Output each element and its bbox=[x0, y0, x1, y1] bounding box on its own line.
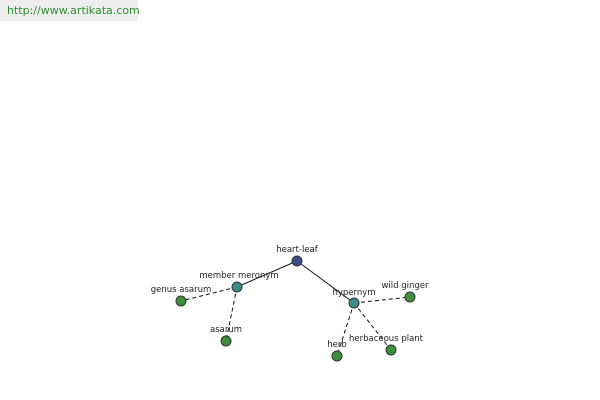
node-label-genus-asarum[interactable]: genus asarum bbox=[151, 285, 212, 295]
node-herbaceous-plant[interactable]: herbaceous plant bbox=[349, 334, 424, 356]
node-meronym[interactable]: member meronym bbox=[199, 271, 279, 293]
url-banner[interactable]: http://www.artikata.com bbox=[0, 0, 140, 21]
edge-meronym-asarum bbox=[225, 286, 238, 342]
node-label-meronym[interactable]: member meronym bbox=[199, 271, 278, 281]
edge-meronym-genus-asarum bbox=[180, 286, 238, 302]
node-label-asarum[interactable]: asarum bbox=[210, 325, 242, 335]
graph-edges bbox=[180, 260, 411, 357]
edge-hypernym-wild-ginger bbox=[353, 296, 411, 304]
url-text[interactable]: http://www.artikata.com bbox=[7, 4, 140, 17]
edge-root-meronym bbox=[236, 260, 298, 288]
edge-root-hypernym bbox=[296, 260, 355, 304]
node-marker-hypernym[interactable] bbox=[348, 297, 360, 309]
node-wild-ginger[interactable]: wild ginger bbox=[381, 281, 429, 303]
node-root[interactable]: heart-leaf bbox=[276, 245, 319, 267]
edge-hypernym-herbaceous-plant bbox=[353, 302, 392, 351]
node-marker-wild-ginger[interactable] bbox=[404, 291, 416, 303]
node-hypernym[interactable]: hypernym bbox=[332, 288, 376, 309]
node-label-hypernym[interactable]: hypernym bbox=[332, 288, 375, 298]
node-marker-herb[interactable] bbox=[331, 350, 343, 362]
graph-nodes: heart-leaf member meronym hypernym genus as… bbox=[151, 245, 429, 362]
node-marker-genus-asarum[interactable] bbox=[175, 295, 187, 307]
node-marker-root[interactable] bbox=[291, 255, 303, 267]
node-label-wild-ginger[interactable]: wild ginger bbox=[381, 281, 429, 291]
node-genus-asarum[interactable]: genus asarum bbox=[151, 285, 212, 307]
edge-hypernym-herb bbox=[336, 302, 355, 357]
node-label-herb[interactable]: herb bbox=[327, 340, 347, 350]
node-marker-meronym[interactable] bbox=[231, 281, 243, 293]
node-label-herbaceous-plant[interactable]: herbaceous plant bbox=[349, 334, 424, 344]
node-marker-herbaceous-plant[interactable] bbox=[385, 344, 397, 356]
node-herb[interactable]: herb bbox=[327, 340, 347, 362]
node-asarum[interactable]: asarum bbox=[210, 325, 242, 347]
node-label-root[interactable]: heart-leaf bbox=[276, 245, 319, 255]
node-marker-asarum[interactable] bbox=[220, 335, 232, 347]
